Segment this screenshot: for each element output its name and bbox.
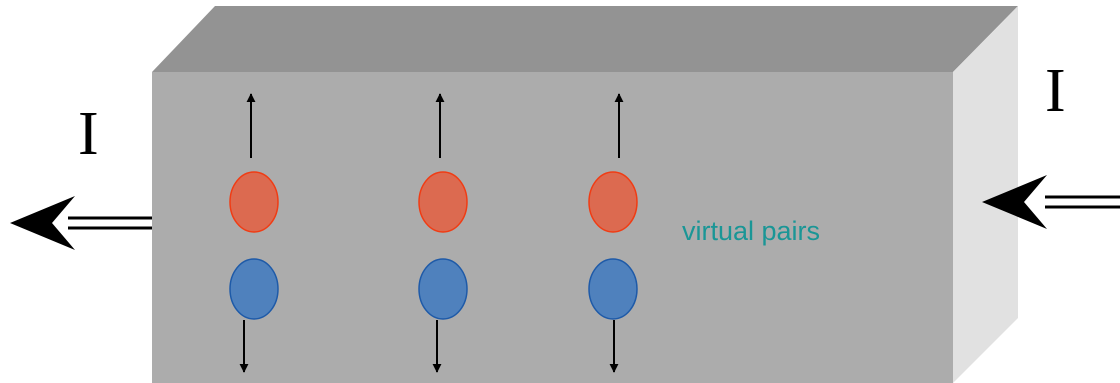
blue-particle	[418, 258, 468, 320]
red-particle	[588, 171, 638, 233]
virtual-pairs-label: virtual pairs	[682, 216, 820, 246]
current-label-left: I	[78, 100, 99, 168]
arrowhead-right-icon	[982, 175, 1047, 229]
virtual-pair-2	[418, 93, 468, 373]
red-particle	[418, 171, 468, 233]
arrowhead-left-icon	[10, 196, 75, 250]
virtual-pair-1	[229, 93, 279, 373]
red-particle	[229, 171, 279, 233]
blue-particle	[229, 258, 279, 320]
block-front-face	[152, 72, 953, 383]
current-label-right: I	[1045, 57, 1066, 125]
current-arrow-right	[982, 175, 1120, 229]
current-arrow-left	[10, 196, 152, 250]
virtual-pair-3	[588, 93, 638, 373]
block-side-face	[953, 6, 1018, 383]
blue-particle	[588, 258, 638, 320]
block-top-face	[152, 6, 1018, 72]
block	[152, 6, 1018, 383]
